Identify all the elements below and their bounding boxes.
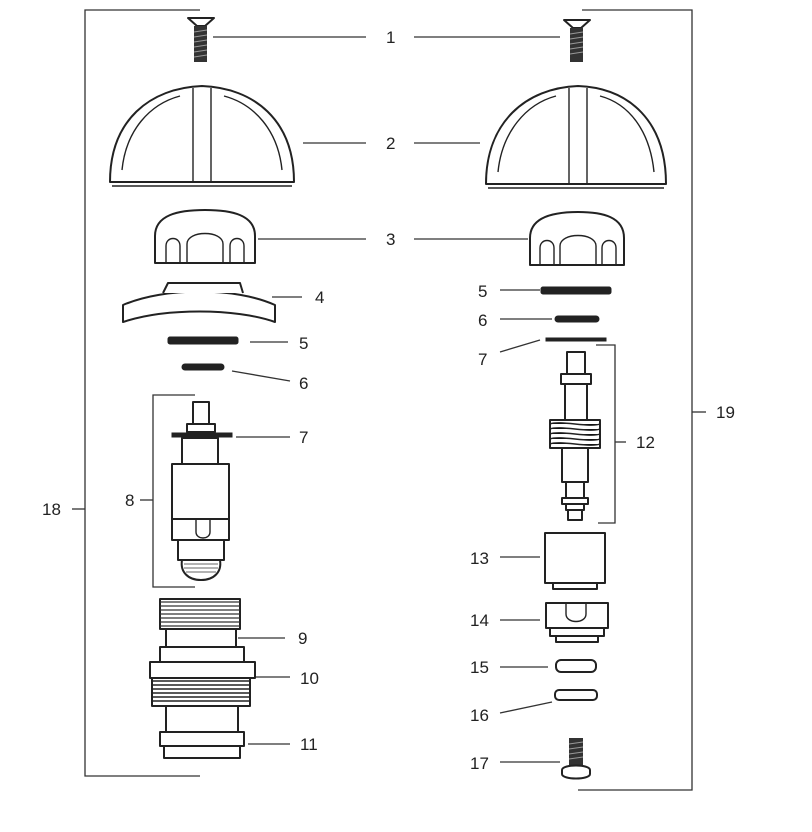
escutcheon-plate bbox=[122, 282, 276, 323]
retaining-ring-right bbox=[545, 337, 607, 342]
assembly-bracket-18 bbox=[72, 9, 200, 777]
label-17: 17 bbox=[470, 754, 489, 773]
stem-bracket-12 bbox=[596, 344, 626, 524]
threaded-bonnet bbox=[159, 598, 241, 648]
label-6-left: 6 bbox=[299, 374, 308, 393]
label-19: 19 bbox=[716, 403, 735, 422]
bibb-screw bbox=[561, 738, 591, 780]
part-number-labels: 1 2 3 4 5 6 7 8 9 10 11 5 6 7 12 13 14 1… bbox=[42, 28, 735, 773]
dome-handle-cap-right bbox=[485, 85, 667, 189]
washer-right bbox=[540, 286, 612, 295]
assembly-bracket-19 bbox=[578, 9, 706, 791]
hex-body-nut bbox=[149, 646, 256, 707]
label-12: 12 bbox=[636, 433, 655, 452]
o-ring-right bbox=[554, 315, 600, 323]
label-4: 4 bbox=[315, 288, 324, 307]
screw-right bbox=[563, 19, 591, 62]
threaded-valve-stem bbox=[549, 351, 601, 521]
label-7-right: 7 bbox=[478, 350, 487, 369]
seat-washer-15 bbox=[555, 659, 597, 673]
label-8: 8 bbox=[125, 491, 134, 510]
o-ring-left bbox=[181, 363, 225, 371]
label-2: 2 bbox=[386, 134, 395, 153]
stem-sleeve bbox=[544, 532, 606, 590]
label-18: 18 bbox=[42, 500, 61, 519]
label-7-left: 7 bbox=[299, 428, 308, 447]
valve-body-base bbox=[159, 705, 245, 759]
label-13: 13 bbox=[470, 549, 489, 568]
label-5-left: 5 bbox=[299, 334, 308, 353]
handle-knob-left bbox=[154, 209, 256, 264]
label-11: 11 bbox=[300, 735, 318, 754]
handle-knob-right bbox=[529, 211, 625, 266]
washer-left bbox=[167, 336, 239, 345]
label-15: 15 bbox=[470, 658, 489, 677]
cartridge-assembly bbox=[171, 401, 233, 581]
seat-washer-16 bbox=[554, 689, 598, 701]
label-10: 10 bbox=[300, 669, 319, 688]
label-14: 14 bbox=[470, 611, 489, 630]
label-1: 1 bbox=[386, 28, 395, 47]
label-5-right: 5 bbox=[478, 282, 487, 301]
cartridge-bracket-8 bbox=[140, 394, 195, 588]
screw-left bbox=[187, 17, 215, 62]
label-3: 3 bbox=[386, 230, 395, 249]
label-9: 9 bbox=[298, 629, 307, 648]
label-16: 16 bbox=[470, 706, 489, 725]
leader-lines bbox=[213, 36, 560, 763]
label-6-right: 6 bbox=[478, 311, 487, 330]
seat-holder bbox=[545, 602, 609, 643]
dome-handle-cap-left bbox=[109, 85, 295, 187]
